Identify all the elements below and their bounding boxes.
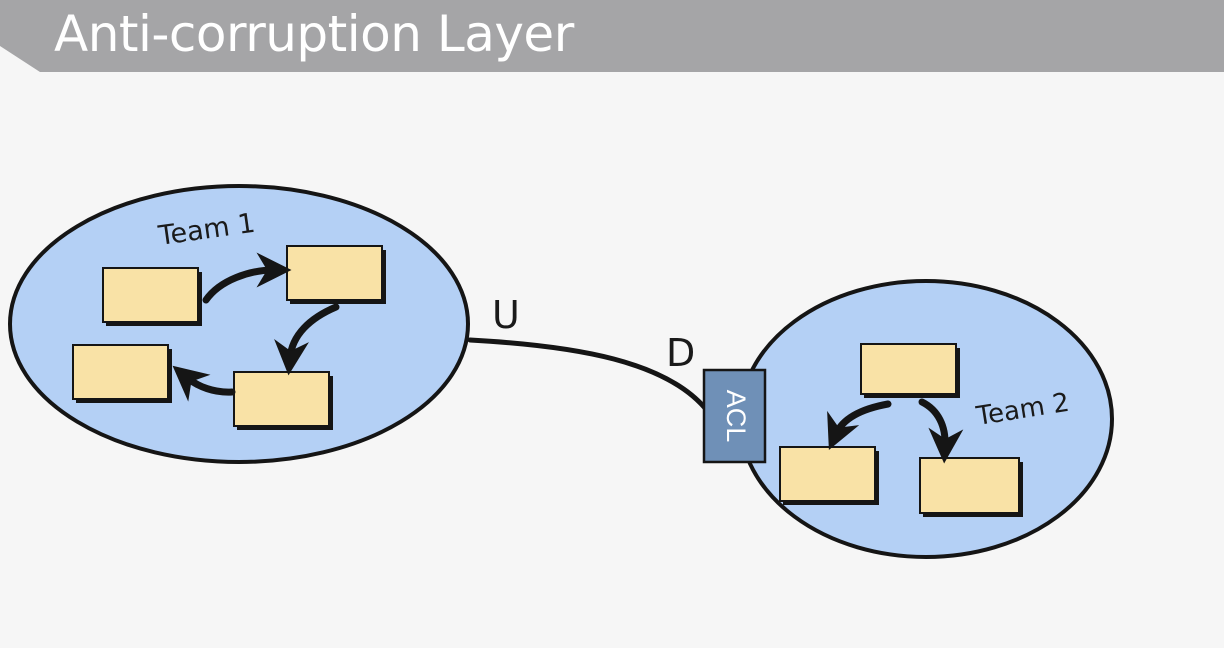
team-2-model-2 bbox=[779, 446, 879, 505]
team-1-arrow-a bbox=[202, 252, 292, 304]
team-1-model-2 bbox=[286, 245, 386, 304]
team-2-context: Team 2 bbox=[738, 279, 1114, 559]
page-title: Anti-corruption Layer bbox=[54, 5, 574, 63]
title-bar: Anti-corruption Layer bbox=[0, 0, 1224, 72]
team-2-arrow-b bbox=[918, 398, 964, 464]
team-1-arrow-c bbox=[172, 365, 236, 402]
upstream-marker: U bbox=[492, 293, 520, 337]
team-2-model-3 bbox=[919, 457, 1023, 517]
team-1-model-3 bbox=[72, 344, 172, 403]
team-2-arrow-a bbox=[827, 400, 892, 450]
team-1-model-4 bbox=[233, 371, 333, 430]
team-1-context: Team 1 bbox=[8, 184, 470, 464]
team-1-arrow-b bbox=[274, 303, 340, 376]
acl-label: ACL bbox=[721, 390, 751, 443]
team-1-model-1 bbox=[102, 267, 202, 326]
team-2-model-1 bbox=[860, 343, 960, 398]
downstream-marker: D bbox=[666, 331, 695, 375]
acl-box: ACL bbox=[702, 368, 767, 464]
upstream-downstream-connection bbox=[467, 337, 708, 411]
title-bar-shape bbox=[0, 0, 1224, 72]
